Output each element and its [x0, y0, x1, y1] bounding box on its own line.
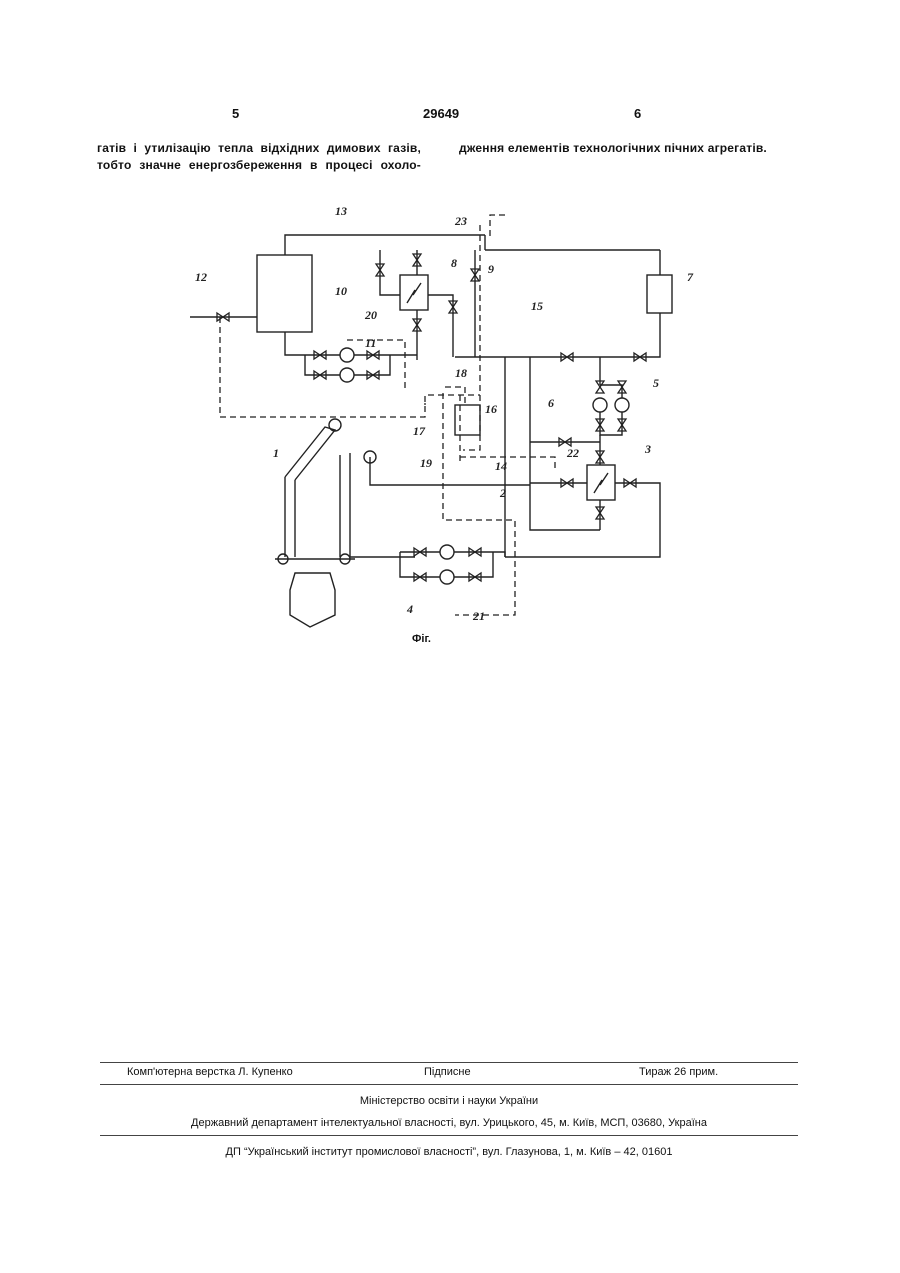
- patent-number: 29649: [423, 106, 459, 121]
- label-13: 13: [335, 204, 347, 218]
- label-3: 3: [644, 442, 651, 456]
- label-20: 20: [364, 308, 377, 322]
- right-column-text: дження елементів технологічних пічних аг…: [459, 140, 799, 157]
- figure-caption: Фіг.: [412, 633, 431, 645]
- footer-rule: [100, 1062, 798, 1063]
- pump-11b: [340, 368, 354, 382]
- footer-layout: Комп'ютерна верстка Л. Купенко: [127, 1066, 293, 1078]
- label-15: 15: [531, 299, 543, 313]
- label-4: 4: [406, 602, 413, 616]
- label-21: 21: [472, 609, 485, 623]
- footer-rule: [100, 1135, 798, 1136]
- right-col-line: дження елементів технологічних пічних аг…: [459, 140, 799, 157]
- footer-institute: ДП “Український інститут промислової вла…: [100, 1146, 798, 1158]
- right-page-number: 6: [634, 106, 641, 121]
- label-14: 14: [495, 459, 507, 473]
- label-1: 1: [273, 446, 279, 460]
- footer-ministry: Міністерство освіти і науки України: [100, 1095, 798, 1107]
- footer-circulation: Тираж 26 прим.: [639, 1066, 718, 1078]
- footer-signed: Підписне: [424, 1066, 471, 1078]
- unit-7-box: [647, 275, 672, 313]
- footer-department: Державний департамент інтелектуальної вл…: [100, 1117, 798, 1129]
- pump-11a: [340, 348, 354, 362]
- label-12: 12: [195, 270, 207, 284]
- left-column-text: гатів і утилізацію тепла відхідних димов…: [97, 140, 421, 174]
- label-22: 22: [566, 446, 579, 460]
- left-col-line: гатів і утилізацію тепла відхідних димов…: [97, 140, 421, 157]
- pump-5a: [593, 398, 607, 412]
- label-5: 5: [653, 376, 659, 390]
- label-7: 7: [687, 270, 694, 284]
- label-19: 19: [420, 456, 432, 470]
- pump-4b: [440, 570, 454, 584]
- footer-rule: [100, 1084, 798, 1085]
- label-9: 9: [488, 262, 494, 276]
- left-col-line: тобто значне енергозбереження в процесі …: [97, 157, 421, 174]
- left-page-number: 5: [232, 106, 239, 121]
- unit-16-box: [455, 405, 480, 435]
- pump-4a: [440, 545, 454, 559]
- label-10: 10: [335, 284, 347, 298]
- label-17: 17: [413, 424, 426, 438]
- unit-10-box: [257, 255, 312, 332]
- label-6: 6: [548, 396, 554, 410]
- label-23: 23: [454, 214, 467, 228]
- label-18: 18: [455, 366, 467, 380]
- label-8: 8: [451, 256, 457, 270]
- label-11: 11: [365, 336, 376, 350]
- label-16: 16: [485, 402, 497, 416]
- schematic-diagram: 1 2 3 4 5 6 7 8 9 10 11 12 13 14 15 16 1…: [175, 195, 715, 645]
- vessel: [290, 573, 335, 627]
- label-2: 2: [499, 486, 506, 500]
- pump-5b: [615, 398, 629, 412]
